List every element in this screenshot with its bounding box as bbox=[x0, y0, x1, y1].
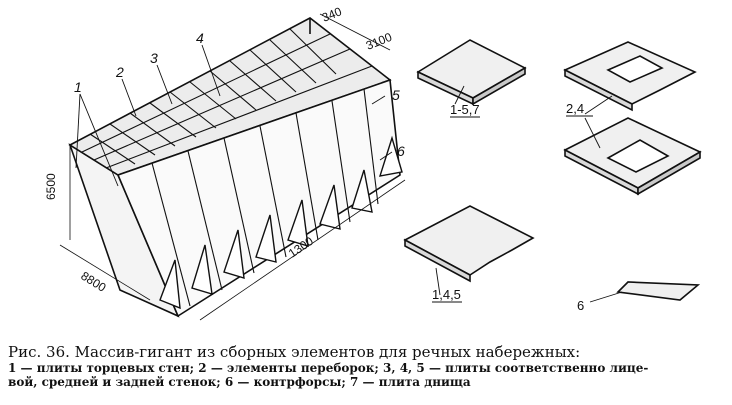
label-6: 6 bbox=[397, 143, 405, 159]
length-line bbox=[199, 179, 406, 321]
part-labels: 1 2 3 4 5 6 bbox=[74, 30, 405, 159]
caption-line-2: вой, средней и задней стенок; 6 — контрф… bbox=[8, 375, 471, 389]
caption-line-1: 1 — плиты торцевых стен; 2 — элементы пе… bbox=[8, 361, 649, 375]
slab-label-a: 1-5,7 bbox=[450, 102, 480, 117]
slab-b-leader-down bbox=[584, 117, 601, 149]
leaders bbox=[75, 44, 393, 187]
long-face bbox=[116, 78, 401, 318]
buttress-element bbox=[616, 281, 701, 301]
top-partitions bbox=[81, 28, 373, 169]
slab-label-c: 1,4,5 bbox=[432, 287, 461, 302]
label-1: 1 bbox=[74, 79, 82, 95]
dim-3100: 3100 bbox=[364, 30, 394, 53]
dim-340: 340 bbox=[320, 4, 344, 25]
dim-6500: 6500 bbox=[44, 173, 58, 200]
label-3: 3 bbox=[150, 50, 158, 66]
buttresses bbox=[159, 135, 403, 310]
slab-with-opening-lower bbox=[563, 117, 702, 196]
slab-d-leader bbox=[589, 291, 623, 303]
slab-b-leader-up bbox=[584, 95, 613, 115]
slab-end-wall bbox=[416, 39, 527, 106]
width-line bbox=[59, 244, 151, 301]
slab-label-d: 6 bbox=[577, 298, 584, 313]
slab-a-leader bbox=[454, 85, 465, 105]
figure-caption: Рис. 36. Массив-гигант из сборных элемен… bbox=[8, 343, 728, 390]
label-4: 4 bbox=[196, 30, 204, 46]
slab-c-leader bbox=[435, 267, 441, 296]
slab-bottom bbox=[403, 205, 535, 283]
label-5: 5 bbox=[392, 87, 400, 103]
label-2: 2 bbox=[115, 64, 124, 80]
figure-drawing: 1 2 3 4 5 6 340 3100 6500 8800 1300 1-5,… bbox=[44, 4, 702, 321]
dim-8800: 8800 bbox=[78, 269, 108, 295]
slab-label-b: 2,4 bbox=[566, 101, 584, 116]
wall-panels bbox=[151, 88, 379, 307]
top-dim-line bbox=[319, 13, 391, 51]
massive-block bbox=[59, 13, 406, 321]
caption-title: Рис. 36. Массив-гигант из сборных элемен… bbox=[8, 343, 581, 361]
slab-with-opening-upper bbox=[563, 41, 697, 112]
